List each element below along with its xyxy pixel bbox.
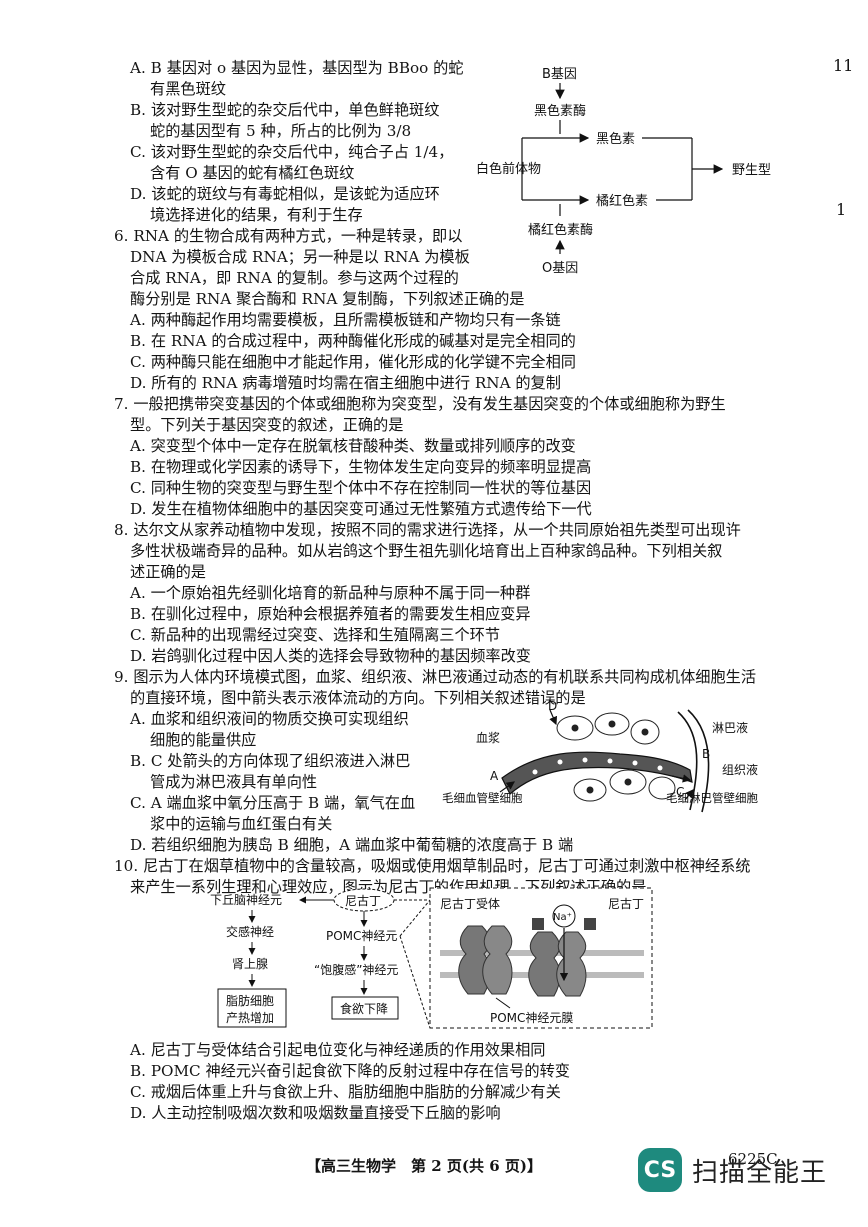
- exam-code: 6225C: [728, 1150, 778, 1168]
- q6-option-b: B. 在 RNA 的合成过程中，两种酶催化形成的碱基对是完全相同的: [130, 332, 576, 350]
- q6-stem-line3: 合成 RNA，即 RNA 的复制。参与这两个过程的: [130, 269, 459, 287]
- nicotine-mechanism-diagram: 下丘脑神经元 尼古丁 交感神经 肾上腺 脂肪细胞 产热增加 POMC神经元 “饱…: [210, 887, 653, 1029]
- black-enzyme-label: 黑色素酶: [534, 103, 586, 119]
- scanner-watermark: CS 扫描全能王: [638, 1148, 827, 1192]
- q5-option-a-line2: 有黑色斑纹: [150, 80, 226, 98]
- q7-stem-line1: 7. 一般把携带突变基因的个体或细胞称为突变型，没有发生基因突变的个体或细胞称为…: [114, 395, 726, 413]
- hypothalamus-neuron-label: 下丘脑神经元: [210, 893, 282, 907]
- point-b-label: B: [702, 747, 710, 761]
- q6-stem-line1: 6. RNA 的生物合成有两种方式，一种是转录，即以: [114, 227, 463, 245]
- nicotine-label: 尼古丁: [345, 893, 381, 908]
- q9-option-d: D. 若组织细胞为胰岛 B 细胞，A 端血浆中葡萄糖的浓度高于 B 端: [130, 836, 574, 854]
- q10-option-a: A. 尼古丁与受体结合引起电位变化与神经递质的作用效果相同: [130, 1041, 546, 1059]
- q10-option-d: D. 人主动控制吸烟次数和吸烟数量直接受下丘脑的影响: [130, 1104, 501, 1122]
- orange-pigment-label: 橘红色素: [596, 193, 648, 209]
- tissue-cells: [556, 712, 676, 802]
- nicotine-right-label: 尼古丁: [608, 896, 644, 911]
- q8-option-d: D. 岩鸽驯化过程中因人类的选择会导致物种的基因频率改变: [130, 647, 531, 665]
- plasma-label: 血浆: [476, 730, 500, 745]
- q9-option-b-line2: 管成为淋巴液具有单向性: [150, 773, 318, 791]
- q10-option-c: C. 戒烟后体重上升与食欲上升、脂肪细胞中脂肪的分解减少有关: [130, 1083, 561, 1101]
- q9-option-c-line2: 浆中的运输与血红蛋白有关: [150, 815, 333, 833]
- q5-option-b-line2: 蛇的基因型有 5 种，所占的比例为 3/8: [150, 122, 412, 140]
- q10-option-b: B. POMC 神经元兴奋引起食欲下降的反射过程中存在信号的转变: [130, 1062, 570, 1080]
- o-gene-label: O基因: [542, 261, 578, 276]
- b-gene-label: B基因: [542, 67, 577, 82]
- q6-stem-line2: DNA 为模板合成 RNA；另一种是以 RNA 为模板: [130, 248, 470, 266]
- satiety-neuron-label: “饱腹感”神经元: [314, 962, 398, 977]
- point-a-label: A: [490, 769, 499, 783]
- q9-option-b-line1: B. C 处箭头的方向体现了组织液进入淋巴: [130, 752, 411, 770]
- pomc-membrane-label: POMC神经元膜: [490, 1011, 573, 1025]
- point-c-label: C: [676, 785, 684, 799]
- q7-option-d: D. 发生在植物体细胞中的基因突变可通过无性繁殖方式遗传给下一代: [130, 500, 592, 518]
- page-footer: 【高三生物学 第 2 页(共 6 页)】: [306, 1157, 542, 1175]
- cs-logo-icon: CS: [638, 1148, 682, 1192]
- q7-option-b: B. 在物理或化学因素的诱导下，生物体发生定向变异的频率明显提高: [130, 458, 592, 476]
- watermark-text: 扫描全能王: [692, 1157, 828, 1188]
- sympathetic-label: 交感神经: [226, 924, 274, 939]
- q8-option-a: A. 一个原始祖先经驯化培育的新品种与原种不属于同一种群: [130, 584, 531, 602]
- wild-type-label: 野生型: [732, 163, 771, 178]
- q10-stem-line1: 10. 尼古丁在烟草植物中的含量较高，吸烟或使用烟草制品时，尼古丁可通过刺激中枢…: [114, 857, 751, 875]
- q6-option-a: A. 两种酶起作用均需要模板，且所需模板链和产物均只有一条链: [130, 311, 561, 329]
- q9-stem-line2: 的直接环境，图中箭头表示液体流动的方向。下列相关叙述错误的是: [130, 689, 586, 707]
- q5-option-c-line1: C. 该对野生型蛇的杂交后代中，纯合子占 1/4，: [130, 143, 454, 161]
- q9-stem-line1: 9. 图示为人体内环境模式图，血浆、组织液、淋巴液通过动态的有机联系共同构成机体…: [114, 668, 757, 686]
- capillary-cell-label: 毛细血管壁细胞: [442, 791, 523, 805]
- receptor-right: [528, 931, 561, 997]
- lymph-label: 淋巴液: [712, 720, 748, 735]
- q7-stem-line2: 型。下列关于基因突变的叙述，正确的是: [130, 416, 404, 434]
- q5-option-c-line2: 含有 O 基因的蛇有橘红色斑纹: [150, 164, 355, 182]
- q9-option-a-line1: A. 血浆和组织液间的物质交换可实现组织: [130, 710, 409, 728]
- q8-stem-line1: 8. 达尔文从家养动植物中发现，按照不同的需求进行选择，从一个共同原始祖先类型可…: [114, 521, 741, 539]
- lymph-cell-label: 毛细淋巴管壁细胞: [666, 791, 758, 805]
- internal-environment-diagram: 血浆 淋巴液 组织液 毛细血管壁细胞 毛细淋巴管壁细胞 A B C D: [442, 700, 758, 813]
- heat-increase-label: 产热增加: [226, 1011, 274, 1025]
- q8-stem-line2: 多性状极端奇异的品种。如从岩鸽这个野生祖先驯化培育出上百种家鸽品种。下列相关叙: [130, 542, 723, 560]
- q7-option-c: C. 同种生物的突变型与野生型个体中不存在控制同一性状的等位基因: [130, 479, 592, 497]
- q5-option-a-line1: A. B 基因对 o 基因为显性，基因型为 BBoo 的蛇: [130, 59, 464, 77]
- q6-option-c: C. 两种酶只能在细胞中才能起作用，催化形成的化学键不完全相同: [130, 353, 576, 371]
- receptor-label: 尼古丁受体: [440, 896, 500, 911]
- q8-stem-line3: 述正确的是: [130, 563, 206, 581]
- point-d-label: D: [548, 700, 557, 713]
- q8-option-c: C. 新品种的出现需经过突变、选择和生殖隔离三个环节: [130, 626, 501, 644]
- margin-note-mid: 1: [836, 200, 847, 219]
- black-pigment-label: 黑色素: [596, 131, 635, 147]
- q5-option-d-line2: 境选择进化的结果，有利于生存: [150, 206, 363, 224]
- tissue-fluid-label: 组织液: [722, 762, 758, 777]
- orange-enzyme-label: 橘红色素酶: [528, 222, 593, 238]
- sodium-ion-label: Na⁺: [553, 912, 572, 923]
- q6-stem-line4: 酶分别是 RNA 聚合酶和 RNA 复制酶，下列叙述正确的是: [130, 290, 525, 308]
- q6-option-d: D. 所有的 RNA 病毒增殖时均需在宿主细胞中进行 RNA 的复制: [130, 374, 561, 392]
- fat-cell-label: 脂肪细胞: [226, 993, 274, 1008]
- appetite-down-label: 食欲下降: [340, 1001, 388, 1016]
- precursor-label: 白色前体物: [476, 161, 541, 177]
- q5-option-d-line1: D. 该蛇的斑纹与有毒蛇相似，是该蛇为适应环: [130, 185, 440, 203]
- q7-option-a: A. 突变型个体中一定存在脱氧核苷酸种类、数量或排列顺序的改变: [130, 437, 576, 455]
- q9-option-a-line2: 细胞的能量供应: [150, 731, 257, 749]
- pomc-neuron-label: POMC神经元: [326, 929, 397, 943]
- q8-option-b: B. 在驯化过程中，原始种会根据养殖者的需要发生相应变异: [130, 605, 531, 623]
- adrenal-label: 肾上腺: [232, 957, 268, 971]
- q5-option-b-line1: B. 该对野生型蛇的杂交后代中，单色鲜艳斑纹: [130, 101, 440, 119]
- q9-option-c-line1: C. A 端血浆中氧分压高于 B 端，氧气在血: [130, 794, 416, 812]
- pigment-pathway-diagram: B基因 黑色素酶 黑色素 白色前体物 野生型 橘红色素 橘红色素酶 O基因: [476, 67, 771, 276]
- margin-note-top: 11: [833, 56, 854, 75]
